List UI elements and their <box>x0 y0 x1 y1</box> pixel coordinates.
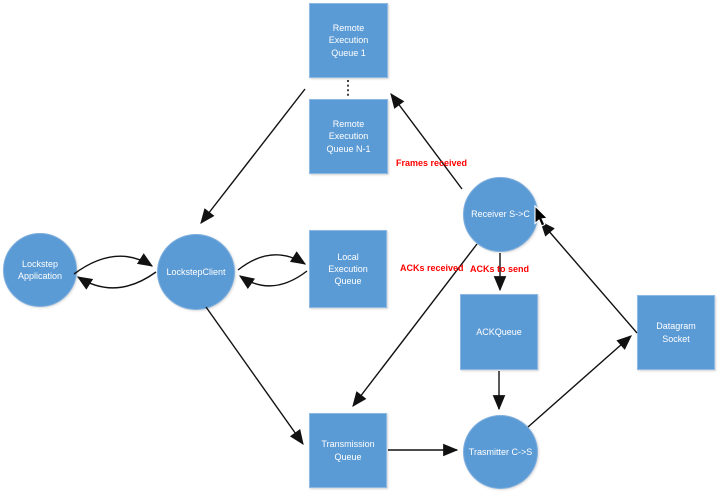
node-ack-queue: ACKQueue <box>460 294 538 370</box>
edge-client-to-transmission-queue <box>205 306 304 446</box>
node-receiver-s-to-c: Receiver S->C <box>463 177 538 252</box>
edge-transmitter-to-datagram-socket <box>527 335 632 428</box>
node-remote-execution-queue-1: Remote Execution Queue 1 <box>309 3 388 78</box>
edge-remote-queues-to-client <box>200 88 306 224</box>
edge-application-to-client <box>73 253 154 275</box>
label-frames-received: Frames received <box>396 158 468 168</box>
node-datagram-socket: Datagram Socket <box>637 295 715 370</box>
edge-receiver-to-remote-queues <box>390 92 463 190</box>
node-local-execution-queue: Local Execution Queue <box>309 230 387 308</box>
edge-datagram-socket-to-receiver <box>540 221 638 334</box>
edge-client-to-application <box>76 271 157 290</box>
node-transmitter-c-to-s: Trasmitter C->S <box>463 415 538 489</box>
node-transmission-queue: Transmission Queue <box>309 413 387 488</box>
node-remote-execution-queue-n-1: Remote Execution Queue N-1 <box>309 99 388 174</box>
node-lockstep-client: LockstepClient <box>157 234 235 310</box>
node-lockstep-application: Lockstep Application <box>3 233 77 307</box>
edge-local-queue-to-client <box>238 270 308 290</box>
edge-client-to-local-queue <box>237 251 307 271</box>
label-acks-to-send: ACKs to send <box>470 264 530 274</box>
label-acks-received: ACKs received <box>400 263 464 273</box>
